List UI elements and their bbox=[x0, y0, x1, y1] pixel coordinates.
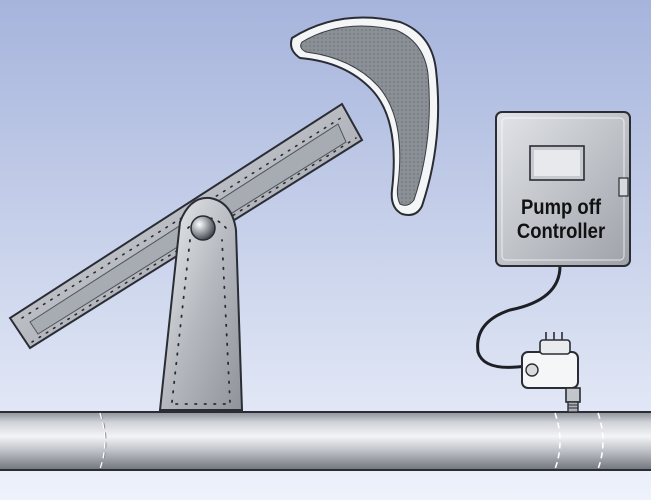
pivot-bearing bbox=[190, 215, 216, 241]
controller-label-line1: Pump off bbox=[520, 196, 602, 219]
pipeline-icon bbox=[0, 411, 651, 471]
controller-label: Pump off Controller bbox=[506, 196, 617, 244]
controller-box-icon bbox=[495, 111, 631, 267]
controller-label-line2: Controller bbox=[516, 220, 606, 243]
samson-post bbox=[158, 196, 244, 411]
sensor-icon bbox=[521, 332, 581, 413]
signal-cable bbox=[476, 264, 562, 369]
controller-latch bbox=[618, 177, 629, 197]
horse-head bbox=[290, 16, 440, 216]
